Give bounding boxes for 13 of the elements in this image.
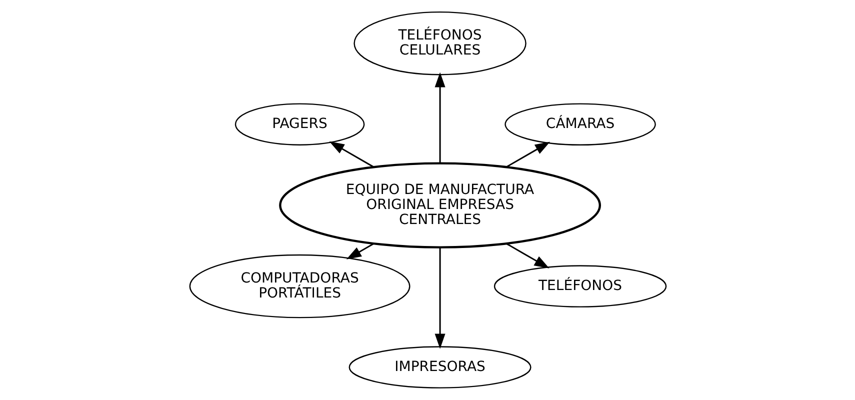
arrow [346, 242, 374, 260]
arrow [505, 242, 549, 268]
node-ellipse: PAGERS [234, 103, 364, 146]
arrow [434, 247, 445, 349]
arrow [505, 142, 550, 168]
node-ellipse: TELÉFONOS CELULARES [353, 11, 526, 76]
node-ellipse: EQUIPO DE MANUFACTURA ORIGINAL EMPRESAS CENTRALES [278, 162, 601, 248]
node-ellipse: CÁMARAS [504, 103, 656, 146]
arrow [434, 72, 445, 164]
node-ellipse: TELÉFONOS [493, 265, 666, 308]
node-ellipse: COMPUTADORAS PORTÁTILES [188, 254, 410, 318]
arrow [328, 141, 374, 168]
node-ellipse: IMPRESORAS [348, 346, 531, 388]
